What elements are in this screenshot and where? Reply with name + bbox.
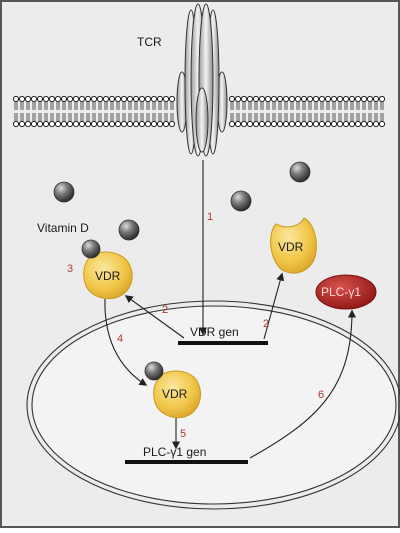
step-2-right-label: 2 (263, 318, 269, 330)
step-4-label: 4 (117, 333, 123, 345)
vdr-bound-nucleus (144, 361, 201, 419)
step-2-left-label: 2 (162, 304, 168, 316)
vitamin-d-molecule (118, 219, 140, 241)
step-3-label: 3 (67, 263, 73, 275)
vdr-gene-label: VDR gen (190, 325, 239, 339)
vdr-right-label: VDR (278, 240, 304, 254)
vitamin-d-label: Vitamin D (37, 221, 89, 235)
cell-membrane (12, 95, 386, 128)
vitamin-d-molecule (289, 161, 311, 183)
tcr-label: TCR (137, 35, 162, 49)
step-5-label: 5 (180, 428, 186, 440)
vitamin-d-molecule (53, 181, 75, 203)
tcr-receptor (176, 3, 228, 157)
nucleus-inner-membrane (31, 305, 397, 505)
arrow-step-2-right (263, 272, 285, 340)
arrow-step-2-left (124, 295, 185, 339)
vdr-nucleus-label: VDR (162, 387, 188, 401)
step-6-label: 6 (318, 389, 324, 401)
step-1-label: 1 (207, 211, 213, 223)
arrow-step-6 (249, 309, 356, 459)
plc-protein-label: PLC-γ1 (321, 285, 361, 299)
vitamin-d-molecule (230, 190, 252, 212)
nucleus-outer-membrane (26, 300, 400, 510)
arrow-step-4 (104, 298, 148, 386)
plc-gamma1-protein (315, 274, 377, 310)
vdr-free-right (270, 217, 317, 274)
vdr-bound-left (81, 239, 133, 300)
vdr-left-label: VDR (95, 269, 121, 283)
plc-gene-label: PLC-γ1 gen (143, 445, 206, 459)
